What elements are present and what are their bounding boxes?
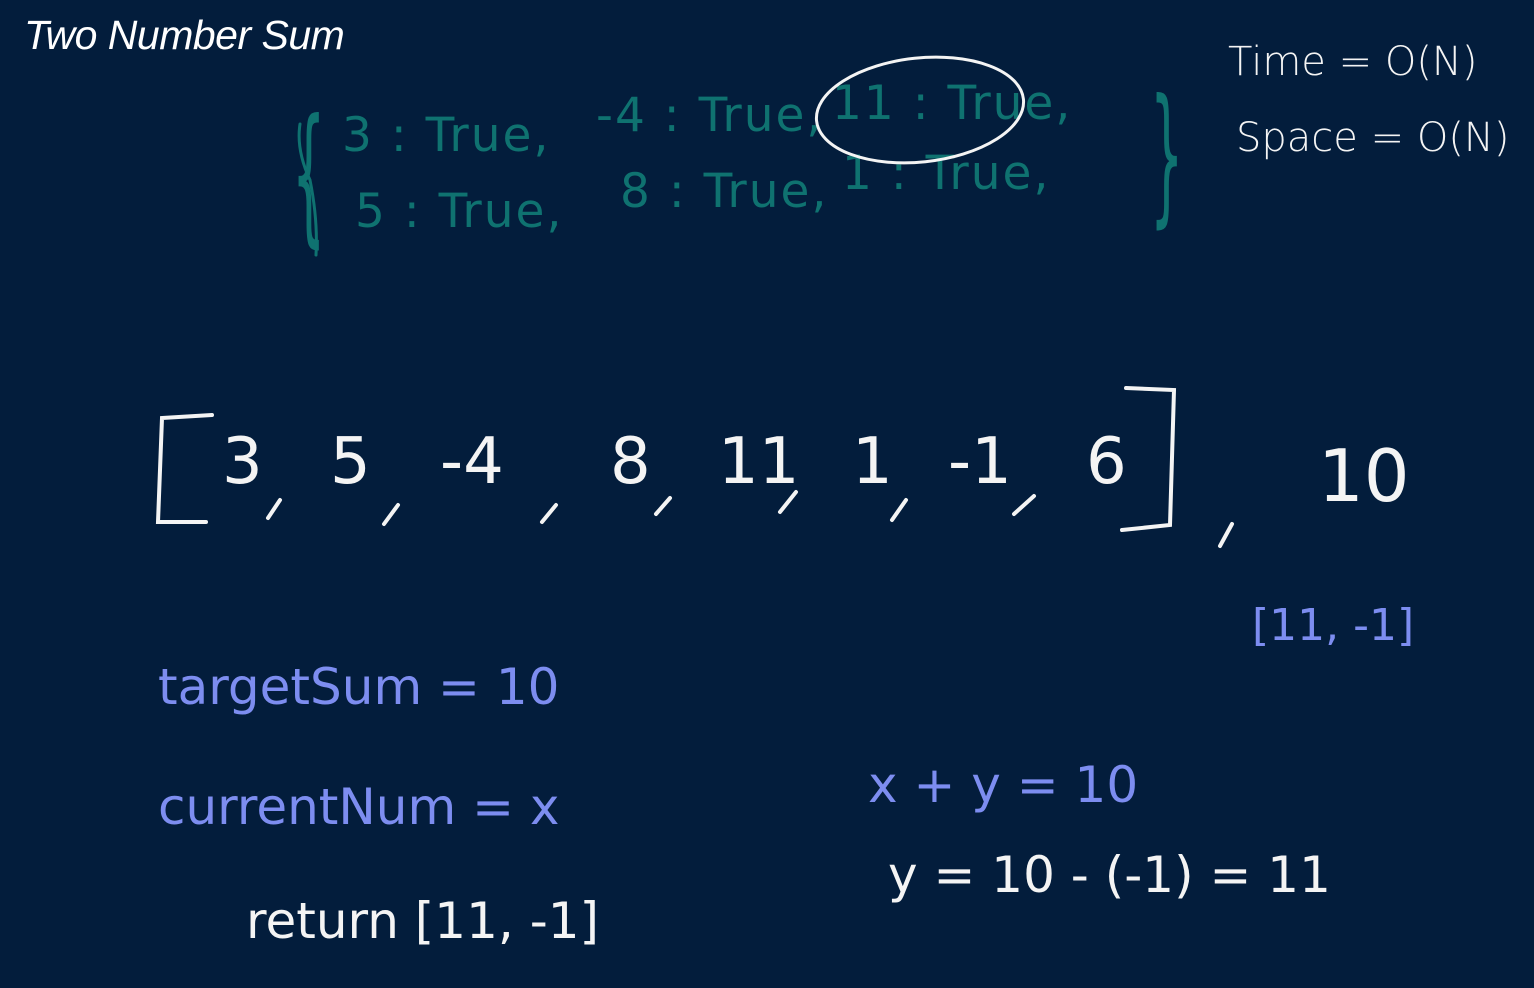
sum-equation: x + y = 10 — [868, 756, 1139, 814]
comma-mark — [382, 503, 400, 526]
page-title: Two Number Sum — [24, 12, 345, 58]
hash-entry-neg4: -4 : True, — [596, 88, 824, 143]
comma-mark — [1218, 522, 1234, 548]
result-pair: [11, -1] — [1252, 600, 1415, 651]
time-complexity-note: Time = O(N) — [1228, 39, 1478, 85]
array-item: 6 — [1086, 425, 1127, 499]
hash-entry-5: 5 : True, — [355, 184, 564, 239]
hash-open-brace: { — [292, 88, 326, 262]
array-open-bracket — [155, 413, 214, 524]
array-item: 5 — [330, 425, 371, 499]
hash-entry-11: 11 : True, — [832, 76, 1073, 131]
array-item: 3 — [222, 425, 263, 499]
array-item: -4 — [440, 425, 504, 499]
target-sum-line: targetSum = 10 — [158, 658, 560, 716]
comma-mark — [540, 503, 558, 524]
array-item: 8 — [610, 425, 651, 499]
comma-mark — [654, 496, 672, 516]
target-value: 10 — [1318, 434, 1410, 518]
y-derivation: y = 10 - (-1) = 11 — [888, 846, 1331, 904]
array-item: 11 — [718, 425, 800, 499]
array-item: 1 — [852, 425, 893, 499]
array-item: -1 — [948, 425, 1012, 499]
comma-mark — [890, 498, 908, 522]
array-close-bracket — [1120, 386, 1177, 532]
hash-close-brace: } — [1150, 68, 1184, 242]
space-complexity-note: Space = O(N) — [1236, 115, 1510, 161]
return-statement: return [11, -1] — [246, 892, 600, 950]
current-num-line: currentNum = x — [158, 778, 560, 836]
comma-mark — [266, 498, 282, 520]
hash-entry-1: 1 : True, — [842, 146, 1051, 201]
hash-entry-8: 8 : True, — [620, 164, 829, 219]
hash-entry-3: 3 : True, — [342, 108, 551, 163]
comma-mark — [1012, 494, 1036, 516]
